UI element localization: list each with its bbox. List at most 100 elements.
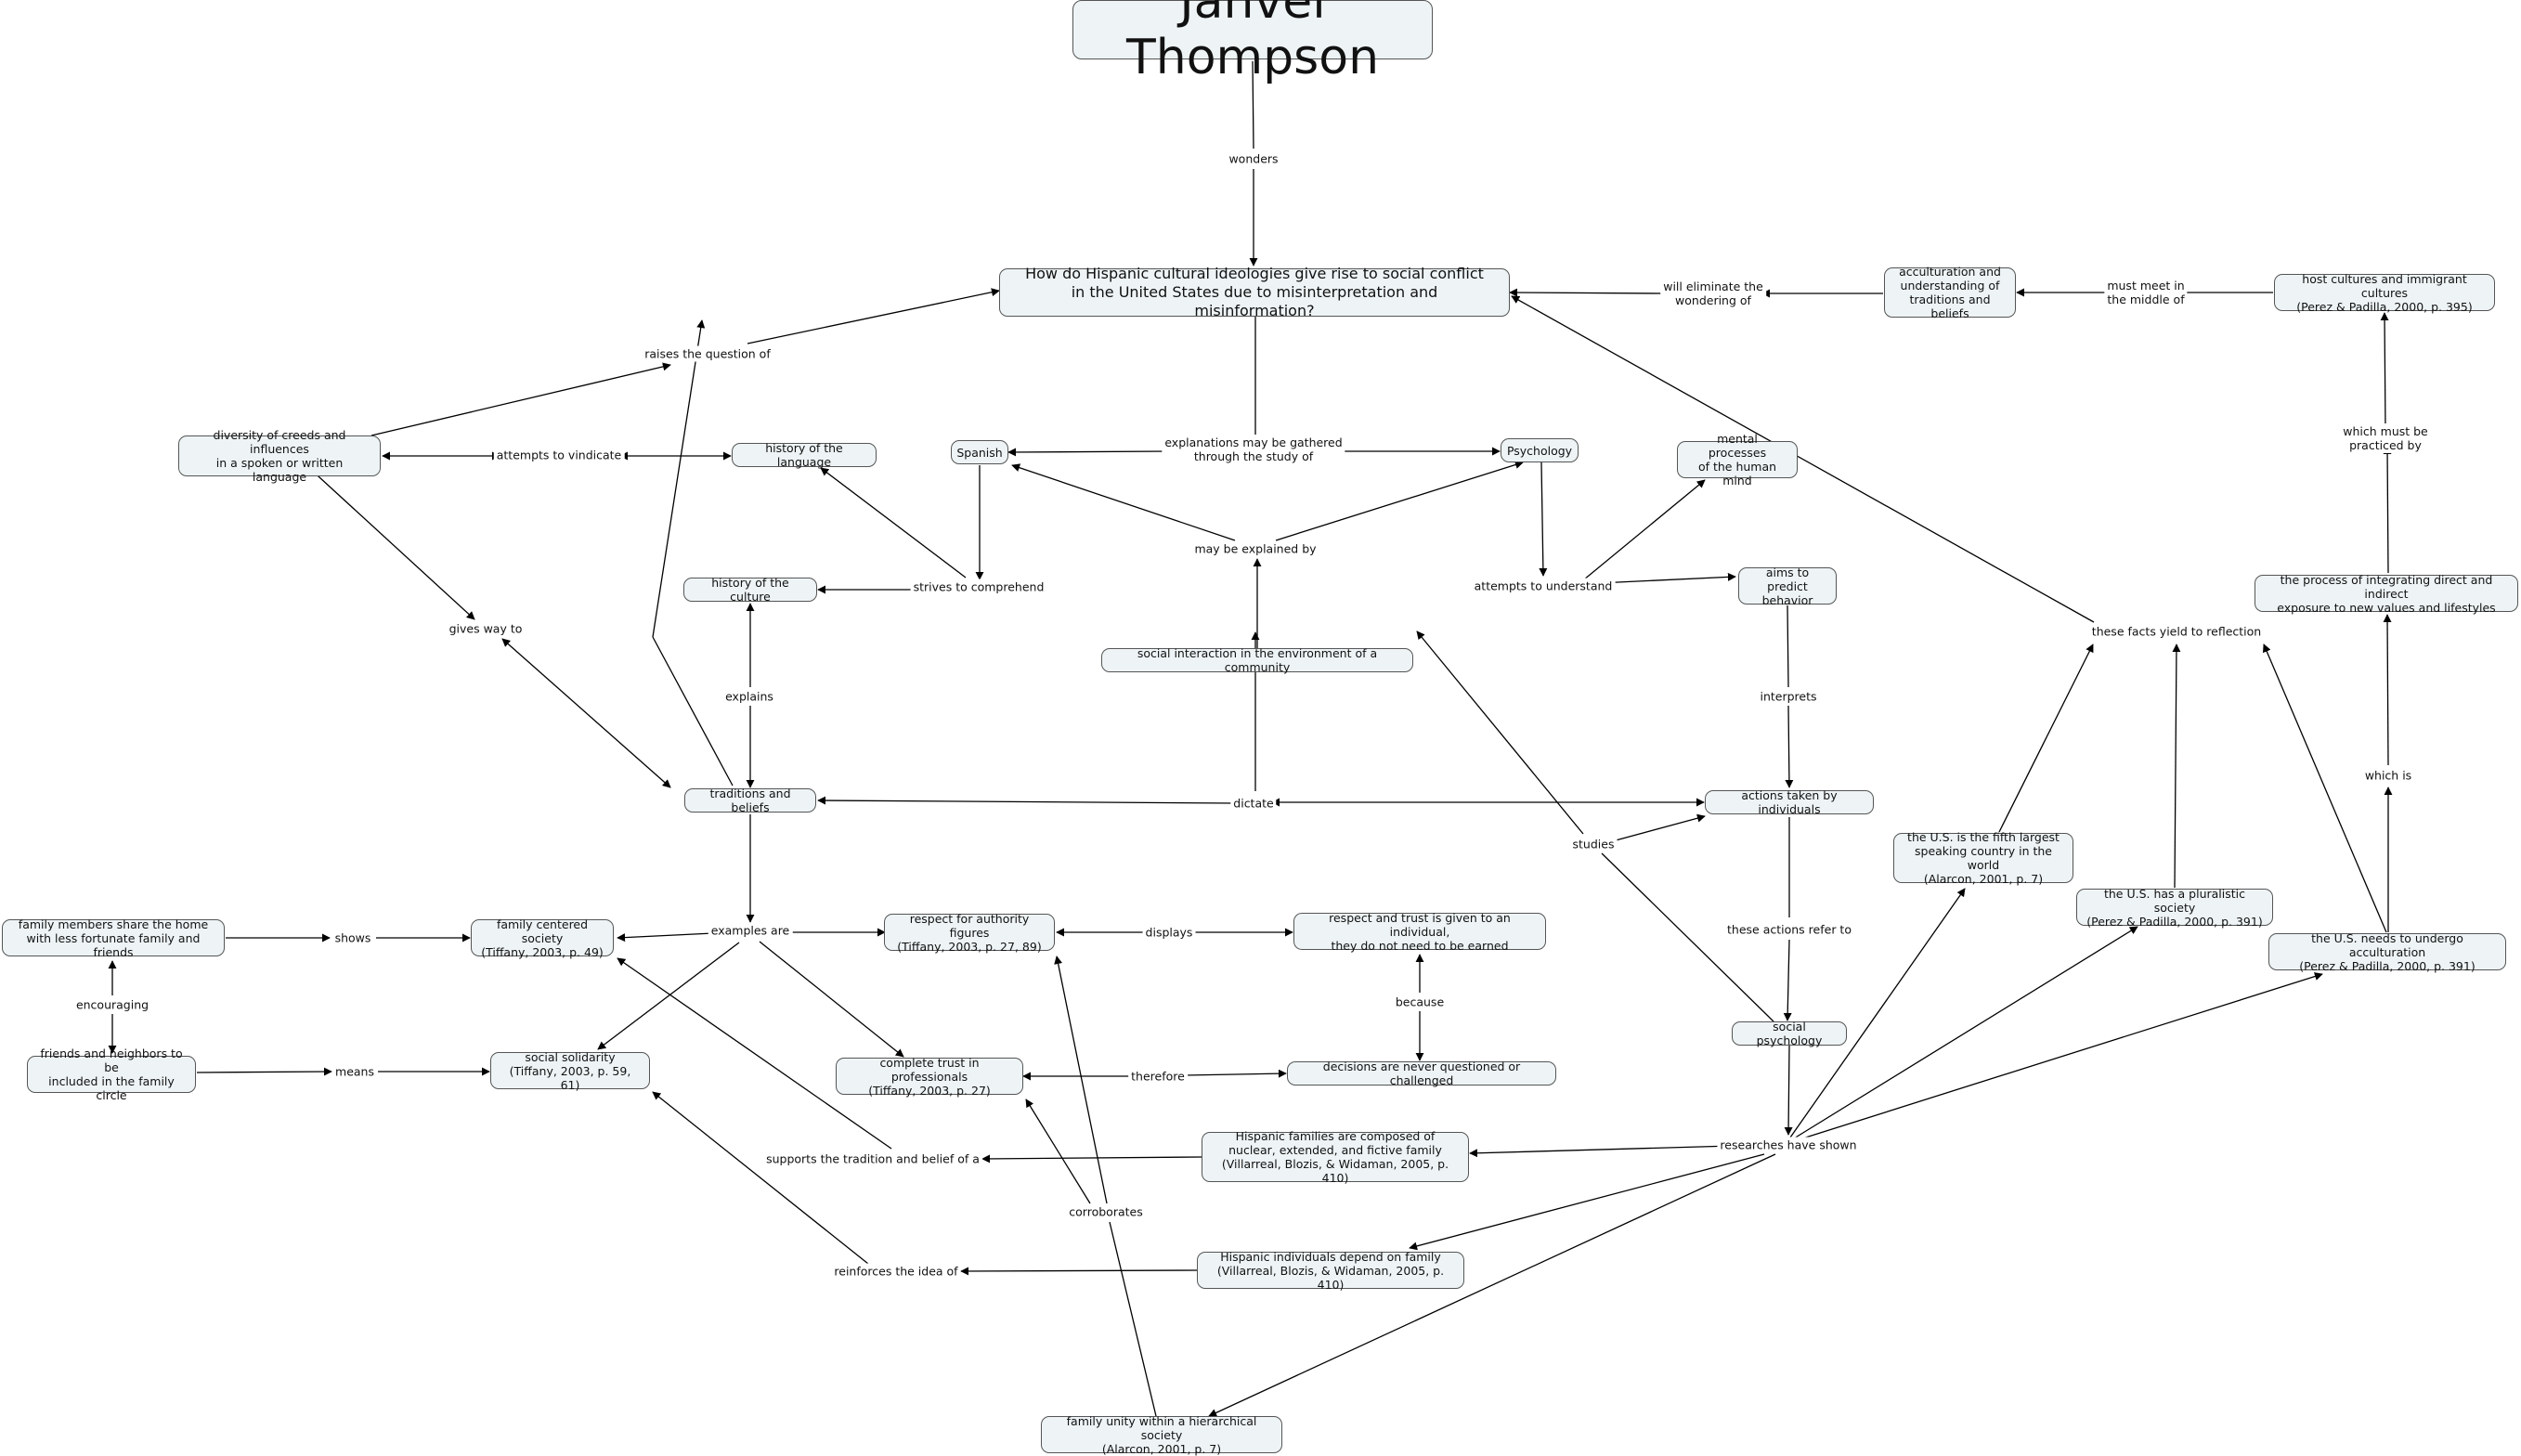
connector-30 xyxy=(2172,644,2181,889)
link-shows: shows xyxy=(331,930,374,946)
link-because: because xyxy=(1392,994,1448,1010)
connector-15 xyxy=(1011,463,1236,541)
link-dictate: dictate xyxy=(1230,795,1277,812)
concept-psychology[interactable]: Psychology xyxy=(1501,438,1579,462)
link-encouraging: encouraging xyxy=(72,996,152,1013)
concept-acculturation-understanding[interactable]: acculturation and understanding of tradi… xyxy=(1884,265,2016,320)
link-may-be-explained-by: may be explained by xyxy=(1191,540,1319,557)
concept-social-psychology[interactable]: social psychology xyxy=(1732,1020,1847,1047)
concept-jahvel-thompson[interactable]: Jahvel Thompson xyxy=(1072,0,1433,85)
link-therefore: therefore xyxy=(1128,1068,1188,1085)
link-strives-to-comprehend: strives to comprehend xyxy=(910,578,1047,595)
link-facts-yield-to-reflection: these facts yield to reflection xyxy=(2088,623,2265,640)
connector-3 xyxy=(747,288,1000,344)
concept-decisions-never-questioned[interactable]: decisions are never questioned or challe… xyxy=(1287,1060,1556,1087)
connector-27 xyxy=(652,319,706,638)
connector-26 xyxy=(652,636,734,786)
connector-45 xyxy=(617,932,714,942)
concept-social-solidarity[interactable]: social solidarity (Tiffany, 2003, p. 59,… xyxy=(490,1050,650,1092)
connector-11 xyxy=(1007,448,1171,457)
connector-76 xyxy=(1025,1098,1091,1204)
connector-28 xyxy=(1511,295,2095,623)
concept-fifth-largest-country[interactable]: the U.S. is the fifth largest speaking c… xyxy=(1893,830,2073,886)
concept-aims-to-predict[interactable]: aims to predict behavior xyxy=(1738,566,1837,607)
connector-31 xyxy=(2263,644,2387,933)
link-raises-the-question-of: raises the question of xyxy=(642,345,773,362)
connector-38 xyxy=(817,796,1236,805)
link-attempts-to-understand: attempts to understand xyxy=(1471,578,1616,594)
concept-friends-and-neighbors[interactable]: friends and neighbors to be included in … xyxy=(27,1046,196,1102)
concept-mental-processes[interactable]: mental processes of the human mind xyxy=(1677,432,1798,488)
connector-48 xyxy=(759,941,904,1058)
connector-68 xyxy=(1793,926,2138,1139)
concept-hispanic-individuals[interactable]: Hispanic individuals depend on family (V… xyxy=(1197,1250,1464,1292)
concept-respect-authority[interactable]: respect for authority figures (Tiffany, … xyxy=(884,912,1055,954)
link-gives-way-to: gives way to xyxy=(446,620,526,637)
link-explains: explains xyxy=(722,688,776,705)
concept-family-unity[interactable]: family unity within a hierarchical socie… xyxy=(1041,1414,1282,1456)
concept-spanish[interactable]: Spanish xyxy=(951,440,1008,464)
connector-14 xyxy=(2383,446,2392,574)
connector-16 xyxy=(1275,461,1524,541)
link-researches-have-shown: researches have shown xyxy=(1717,1137,1860,1153)
connector-29 xyxy=(1998,644,2094,833)
concept-traditions-and-beliefs[interactable]: traditions and beliefs xyxy=(684,786,816,814)
concept-history-of-language[interactable]: history of the language xyxy=(732,441,877,469)
link-which-must-be-practiced: which must be practiced by xyxy=(2318,423,2453,453)
link-displays: displays xyxy=(1142,924,1196,941)
link-will-eliminate-wondering: will eliminate the wondering of xyxy=(1660,279,1766,308)
connector-42 xyxy=(1601,852,1774,1022)
connector-47 xyxy=(597,942,740,1050)
connector-37 xyxy=(2383,614,2392,766)
connector-75 xyxy=(1054,956,1108,1204)
connector-69 xyxy=(1796,972,2323,1141)
connector-63 xyxy=(1784,1045,1793,1136)
connector-74 xyxy=(1109,1221,1157,1417)
connector-70 xyxy=(1409,1153,1765,1251)
connector-71 xyxy=(1208,1153,1776,1417)
connector-41 xyxy=(1615,813,1706,841)
connector-24 xyxy=(307,466,475,620)
connector-64 xyxy=(1469,1145,1734,1158)
connector-2 xyxy=(370,362,671,436)
connector-72 xyxy=(960,1267,1199,1276)
connector-66 xyxy=(617,957,892,1150)
link-wonders: wonders xyxy=(1226,150,1281,167)
link-actions-refer-to: these actions refer to xyxy=(1724,921,1854,938)
link-means: means xyxy=(332,1063,377,1080)
connector-65 xyxy=(981,1154,1202,1164)
concept-pluralistic-society[interactable]: the U.S. has a pluralistic society (Pere… xyxy=(2076,887,2273,929)
concept-diversity-of-creeds[interactable]: diversity of creeds and influences in a … xyxy=(178,428,381,484)
connector-19 xyxy=(820,467,967,578)
connector-0 xyxy=(1252,60,1254,150)
connector-67 xyxy=(1789,888,1966,1138)
connector-73 xyxy=(652,1091,869,1265)
connector-4 xyxy=(1509,288,1665,297)
link-interprets: interprets xyxy=(1757,688,1820,705)
connector-35 xyxy=(1785,705,1794,788)
concept-focus-question[interactable]: How do Hispanic cultural ideologies give… xyxy=(999,265,1510,319)
concept-undergo-acculturation[interactable]: the U.S. needs to undergo acculturation … xyxy=(2268,931,2506,973)
link-attempts-to-vindicate: attempts to vindicate xyxy=(493,447,625,463)
connector-43 xyxy=(1416,630,1584,835)
link-which-is: which is xyxy=(2361,767,2415,784)
concept-respect-and-trust[interactable]: respect and trust is given to an individ… xyxy=(1293,911,1546,953)
connector-23 xyxy=(1578,479,1706,585)
connector-34 xyxy=(1787,604,1789,688)
connector-62 xyxy=(1184,1069,1287,1078)
link-explanations-study-of: explanations may be gathered through the… xyxy=(1162,435,1345,464)
connector-21 xyxy=(1539,462,1548,577)
link-must-meet-in-middle: must meet in the middle of xyxy=(2104,278,2188,307)
concept-process-of-integrating[interactable]: the process of integrating direct and in… xyxy=(2255,573,2518,615)
link-studies: studies xyxy=(1569,836,1618,852)
concept-history-of-culture[interactable]: history of the culture xyxy=(683,576,817,604)
concept-hispanic-families[interactable]: Hispanic families are composed of nuclea… xyxy=(1202,1129,1469,1185)
concept-host-immigrant-cultures[interactable]: host cultures and immigrant cultures (Pe… xyxy=(2274,272,2495,314)
concept-trust-in-professionals[interactable]: complete trust in professionals (Tiffany… xyxy=(836,1056,1023,1098)
concept-family-centered-society[interactable]: family centered society (Tiffany, 2003, … xyxy=(471,917,614,959)
concept-family-members-share[interactable]: family members share the home with less … xyxy=(2,917,225,959)
concept-social-interaction[interactable]: social interaction in the environment of… xyxy=(1101,646,1413,674)
concept-actions-by-individuals[interactable]: actions taken by individuals xyxy=(1705,788,1874,816)
